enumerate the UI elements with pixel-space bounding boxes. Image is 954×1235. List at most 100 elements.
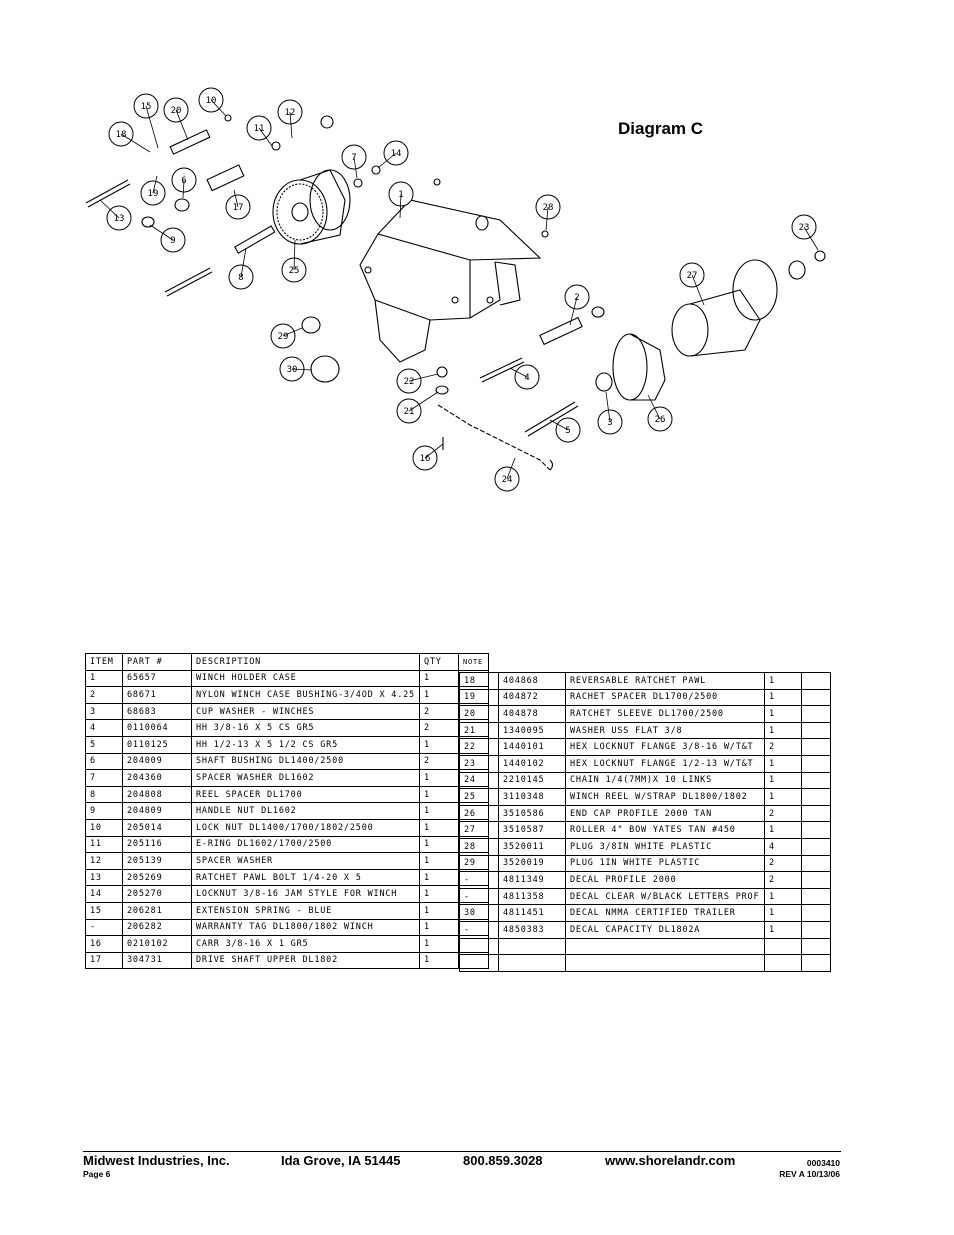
decal-30 <box>310 355 340 383</box>
qty-cell: 2 <box>418 702 459 721</box>
footer-rule <box>83 1151 841 1152</box>
footer-website: www.shorelandr.com <box>605 1153 736 1168</box>
callout-label: 13 <box>114 214 125 224</box>
callout-label: 23 <box>799 223 810 233</box>
description-cell: LOCK NUT DL1400/1700/1802/2500 <box>191 818 420 837</box>
item-cell: 28 <box>459 837 499 856</box>
callout-leader <box>691 274 705 306</box>
parts-drawing <box>85 114 826 471</box>
footer-company: Midwest Industries, Inc. <box>83 1153 230 1168</box>
callout-label: 19 <box>148 189 159 199</box>
qty-cell: 1 <box>418 885 459 903</box>
part-number-cell: 0110125 <box>122 735 192 754</box>
item-cell <box>459 937 499 956</box>
description-cell: HEX LOCKNUT FLANGE 1/2-13 W/T&T <box>565 754 765 773</box>
bolt-13 <box>85 179 131 208</box>
footer-location: Ida Grove, IA 51445 <box>281 1153 401 1168</box>
part-number-cell: 1440101 <box>498 738 566 756</box>
item-cell: 21 <box>459 721 499 740</box>
part-number-cell: 1340095 <box>498 721 566 740</box>
qty-cell: QTY <box>418 653 459 671</box>
qty-cell <box>764 937 802 956</box>
part-number-cell: 68671 <box>122 686 192 704</box>
sleeve-20 <box>169 129 211 155</box>
callout-label: 22 <box>404 377 415 387</box>
callout-leader <box>120 133 151 153</box>
callout-label: 29 <box>278 332 289 342</box>
callout-leader <box>545 206 549 231</box>
description-cell: LOCKNUT 3/8-16 JAM STYLE FOR WINCH <box>191 885 420 903</box>
description-cell <box>565 937 765 956</box>
part-number-cell: 304731 <box>122 951 192 970</box>
callout-leader <box>289 111 293 139</box>
qty-cell: 1 <box>418 686 459 704</box>
qty-cell: 1 <box>418 785 459 804</box>
part-number-cell: 205139 <box>122 852 192 870</box>
item-cell: 12 <box>85 852 123 870</box>
item-cell: 11 <box>85 835 123 854</box>
callout-leader <box>353 156 358 179</box>
callout-leader <box>258 127 273 147</box>
qty-cell <box>764 954 802 972</box>
description-cell: CUP WASHER - WINCHES <box>191 702 420 721</box>
qty-cell: 1 <box>418 918 459 937</box>
qty-cell: 2 <box>764 738 802 756</box>
note-cell <box>801 920 831 939</box>
footer-revision: REV A 10/13/06 <box>779 1169 840 1179</box>
spacer-8 <box>234 225 276 254</box>
part-number-cell: 206282 <box>122 918 192 937</box>
item-cell: 8 <box>85 785 123 804</box>
item-cell: 17 <box>85 951 123 970</box>
callout-label: 3 <box>607 418 612 428</box>
item-cell: 27 <box>459 821 499 839</box>
qty-cell: 2 <box>764 804 802 823</box>
description-cell: DECAL CAPACITY DL1802A <box>565 920 765 939</box>
part-number-cell: 3520011 <box>498 837 566 856</box>
callout-leader <box>99 199 120 219</box>
description-cell: WINCH REEL W/STRAP DL1800/1802 <box>565 788 765 806</box>
part-number-cell: 204809 <box>122 802 192 820</box>
item-cell: ITEM <box>85 653 123 671</box>
item-cell: - <box>459 887 499 906</box>
callout-leader <box>291 368 313 371</box>
item-cell: 24 <box>459 771 499 790</box>
qty-cell: 1 <box>418 769 459 787</box>
qty-cell: 1 <box>764 920 802 939</box>
note-cell <box>801 688 831 707</box>
callout-label: 8 <box>238 273 243 283</box>
qty-cell: 1 <box>764 771 802 790</box>
item-cell: 18 <box>459 672 499 690</box>
item-cell: 14 <box>85 885 123 903</box>
description-cell: DECAL PROFILE 2000 <box>565 871 765 889</box>
qty-cell: 2 <box>764 871 802 889</box>
description-cell: SPACER WASHER DL1602 <box>191 769 420 787</box>
bolt-5 <box>524 401 579 437</box>
item-cell: 1 <box>85 669 123 688</box>
description-cell: WINCH HOLDER CASE <box>191 669 420 688</box>
item-cell: 6 <box>85 752 123 771</box>
note-cell <box>801 771 831 790</box>
item-cell: 13 <box>85 868 123 887</box>
callout-leader <box>509 367 528 378</box>
shaft-17 <box>206 164 245 192</box>
item-cell: 10 <box>85 818 123 837</box>
note-cell <box>801 721 831 740</box>
callout-label: 18 <box>116 130 127 140</box>
part-number-cell: 2210145 <box>498 771 566 790</box>
